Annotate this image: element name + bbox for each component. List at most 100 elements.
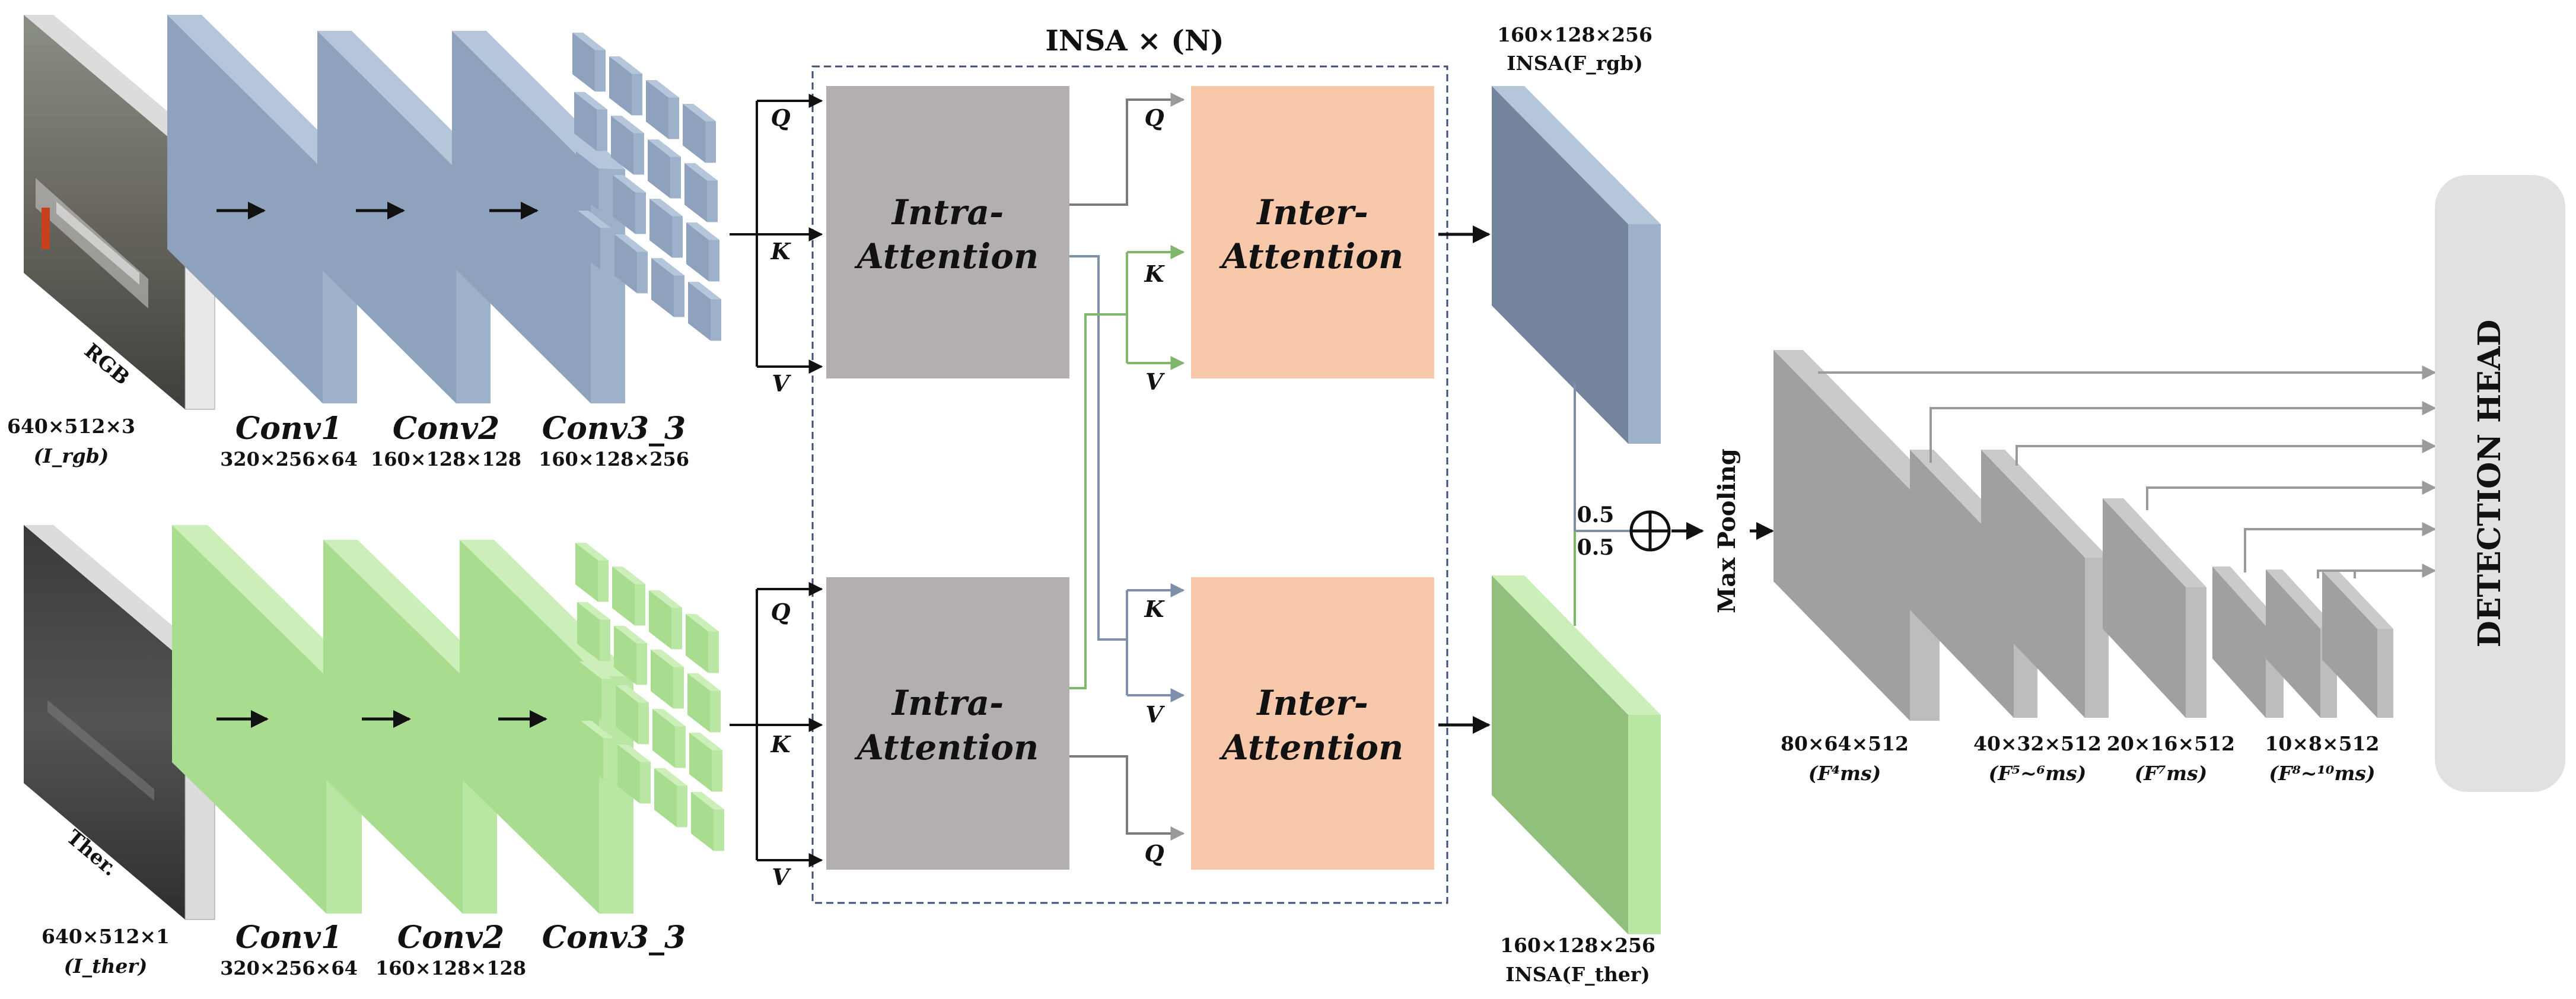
ther-inter-q-label: Q xyxy=(1144,840,1164,867)
grid-cell-side xyxy=(675,726,686,768)
grid-cell-side xyxy=(673,667,684,709)
ther-intra-line1: Intra- xyxy=(891,683,1004,723)
ms-block-f10 xyxy=(2322,571,2393,718)
rgb-out-size: 160×128×256 xyxy=(1497,23,1652,46)
ther-intra-line2: Attention xyxy=(854,727,1039,768)
grid-cell-side xyxy=(598,560,609,602)
insa-title: INSA × (N) xyxy=(1045,24,1224,58)
grid-cell-front xyxy=(687,673,710,733)
rgb-input-image: RGB xyxy=(24,15,215,410)
max-pooling-label: Max Pooling xyxy=(1713,448,1741,613)
grid-cell-front xyxy=(649,590,671,650)
grid-cell-top xyxy=(612,567,645,584)
grid-cell-side xyxy=(603,738,614,780)
thermal-input-image: Ther. xyxy=(24,525,215,920)
rgb-input-size: 640×512×3 xyxy=(7,415,135,438)
grid-cell-front xyxy=(612,567,635,626)
rgb-inter-line1: Inter- xyxy=(1256,192,1368,233)
ther-inter-line2: Attention xyxy=(1219,727,1403,768)
grid-cell-front xyxy=(689,733,712,792)
grid-cell-top xyxy=(576,151,609,169)
ther-inter-k-label: K xyxy=(1144,596,1165,622)
grid-cell-top xyxy=(691,792,724,810)
grid-cell-top xyxy=(577,602,610,620)
ther-k-label: K xyxy=(770,731,791,758)
grid-cell-side xyxy=(707,180,718,222)
grid-cell-front xyxy=(654,768,677,828)
ther-inter-v-label: V xyxy=(1145,701,1165,728)
ther-v-label: V xyxy=(772,864,791,890)
grid-cell-top xyxy=(574,92,607,110)
grid-cell-top xyxy=(575,543,609,561)
ther-q-label: Q xyxy=(770,599,790,625)
fusion-lines xyxy=(1574,383,1630,626)
grid-cell-top xyxy=(688,282,721,300)
grid-cell-side xyxy=(601,679,612,721)
rgb-input-name: (I_rgb) xyxy=(34,444,109,467)
grid-cell-side xyxy=(633,133,644,175)
ther-insa-output-block xyxy=(1492,575,1661,934)
grid-cell-top xyxy=(648,139,681,157)
grid-cell-front xyxy=(578,211,600,270)
grid-cell-side xyxy=(670,157,681,199)
grid-cell-top xyxy=(614,234,648,252)
ms-block-f7 xyxy=(2103,498,2206,718)
rgb-conv3-size: 160×128×256 xyxy=(539,448,689,470)
ther-out-size: 160×128×256 xyxy=(1500,934,1655,957)
grid-cell-front xyxy=(576,151,598,211)
grid-cell-front xyxy=(577,602,600,661)
grid-cell-side xyxy=(712,750,722,792)
grid-cell-side xyxy=(710,691,721,733)
rgb-inter-attention-box: Inter- Attention xyxy=(1191,86,1434,378)
grid-cell-top xyxy=(572,33,606,50)
grid-cell-top xyxy=(579,661,612,679)
grid-cell-side xyxy=(600,619,610,661)
grid-cell-top xyxy=(652,709,686,727)
grid-cell-side xyxy=(705,121,716,163)
ther-inter-attention-box: Inter- Attention xyxy=(1191,577,1434,870)
grid-cell-top xyxy=(646,80,679,98)
grid-cell-side xyxy=(635,192,646,234)
head-input-arrows xyxy=(1818,365,2437,578)
grid-cell-side xyxy=(636,643,647,685)
grid-cell-front xyxy=(575,543,598,602)
rgb-inter-q-label: Q xyxy=(1144,104,1164,131)
grid-cell-front xyxy=(646,80,668,139)
grid-cell-front xyxy=(581,721,603,780)
ms-f7-size: 20×16×512 xyxy=(2107,732,2235,755)
rgb-q-label: Q xyxy=(770,104,790,131)
grid-cell-side xyxy=(597,109,607,151)
ther-conv2-name: Conv2 xyxy=(397,920,504,956)
ms-f4-size: 80×64×512 xyxy=(1781,732,1909,755)
ther-intra-to-rgb-inter-kv xyxy=(1069,245,1185,689)
ther-intra-to-inter-q xyxy=(1069,755,1185,841)
grid-cell-top xyxy=(616,685,649,703)
ther-input-size: 640×512×1 xyxy=(42,925,170,948)
rgb-inter-v-label: V xyxy=(1145,368,1165,395)
ther-conv1-size: 320×256×64 xyxy=(220,957,358,979)
grid-cell-top xyxy=(614,626,647,644)
grid-cell-top xyxy=(686,222,719,240)
grid-cell-front xyxy=(579,661,601,721)
rgb-intra-line1: Intra- xyxy=(891,192,1004,233)
grid-cell-top xyxy=(581,721,614,739)
rgb-intra-to-ther-inter-kv xyxy=(1069,255,1185,702)
grid-cell-front xyxy=(611,116,633,175)
grid-cell-top xyxy=(684,163,718,181)
rgb-feature-grid xyxy=(572,33,721,341)
grid-cell-top xyxy=(651,650,684,667)
grid-cell-side xyxy=(595,50,606,92)
grid-cell-front xyxy=(688,282,711,341)
ther-inter-line1: Inter- xyxy=(1256,683,1368,723)
grid-cell-top xyxy=(683,104,716,122)
rgb-k-label: K xyxy=(770,238,791,265)
grid-cell-side xyxy=(714,809,724,851)
grid-cell-top xyxy=(686,614,719,632)
grid-cell-top xyxy=(611,116,644,133)
rgb-inter-line2: Attention xyxy=(1219,236,1403,276)
detection-head: DETECTION HEAD xyxy=(2435,175,2565,792)
grid-cell-side xyxy=(672,216,683,258)
grid-cell-top xyxy=(687,673,721,691)
ther-intra-attention-box: Intra- Attention xyxy=(826,577,1069,870)
